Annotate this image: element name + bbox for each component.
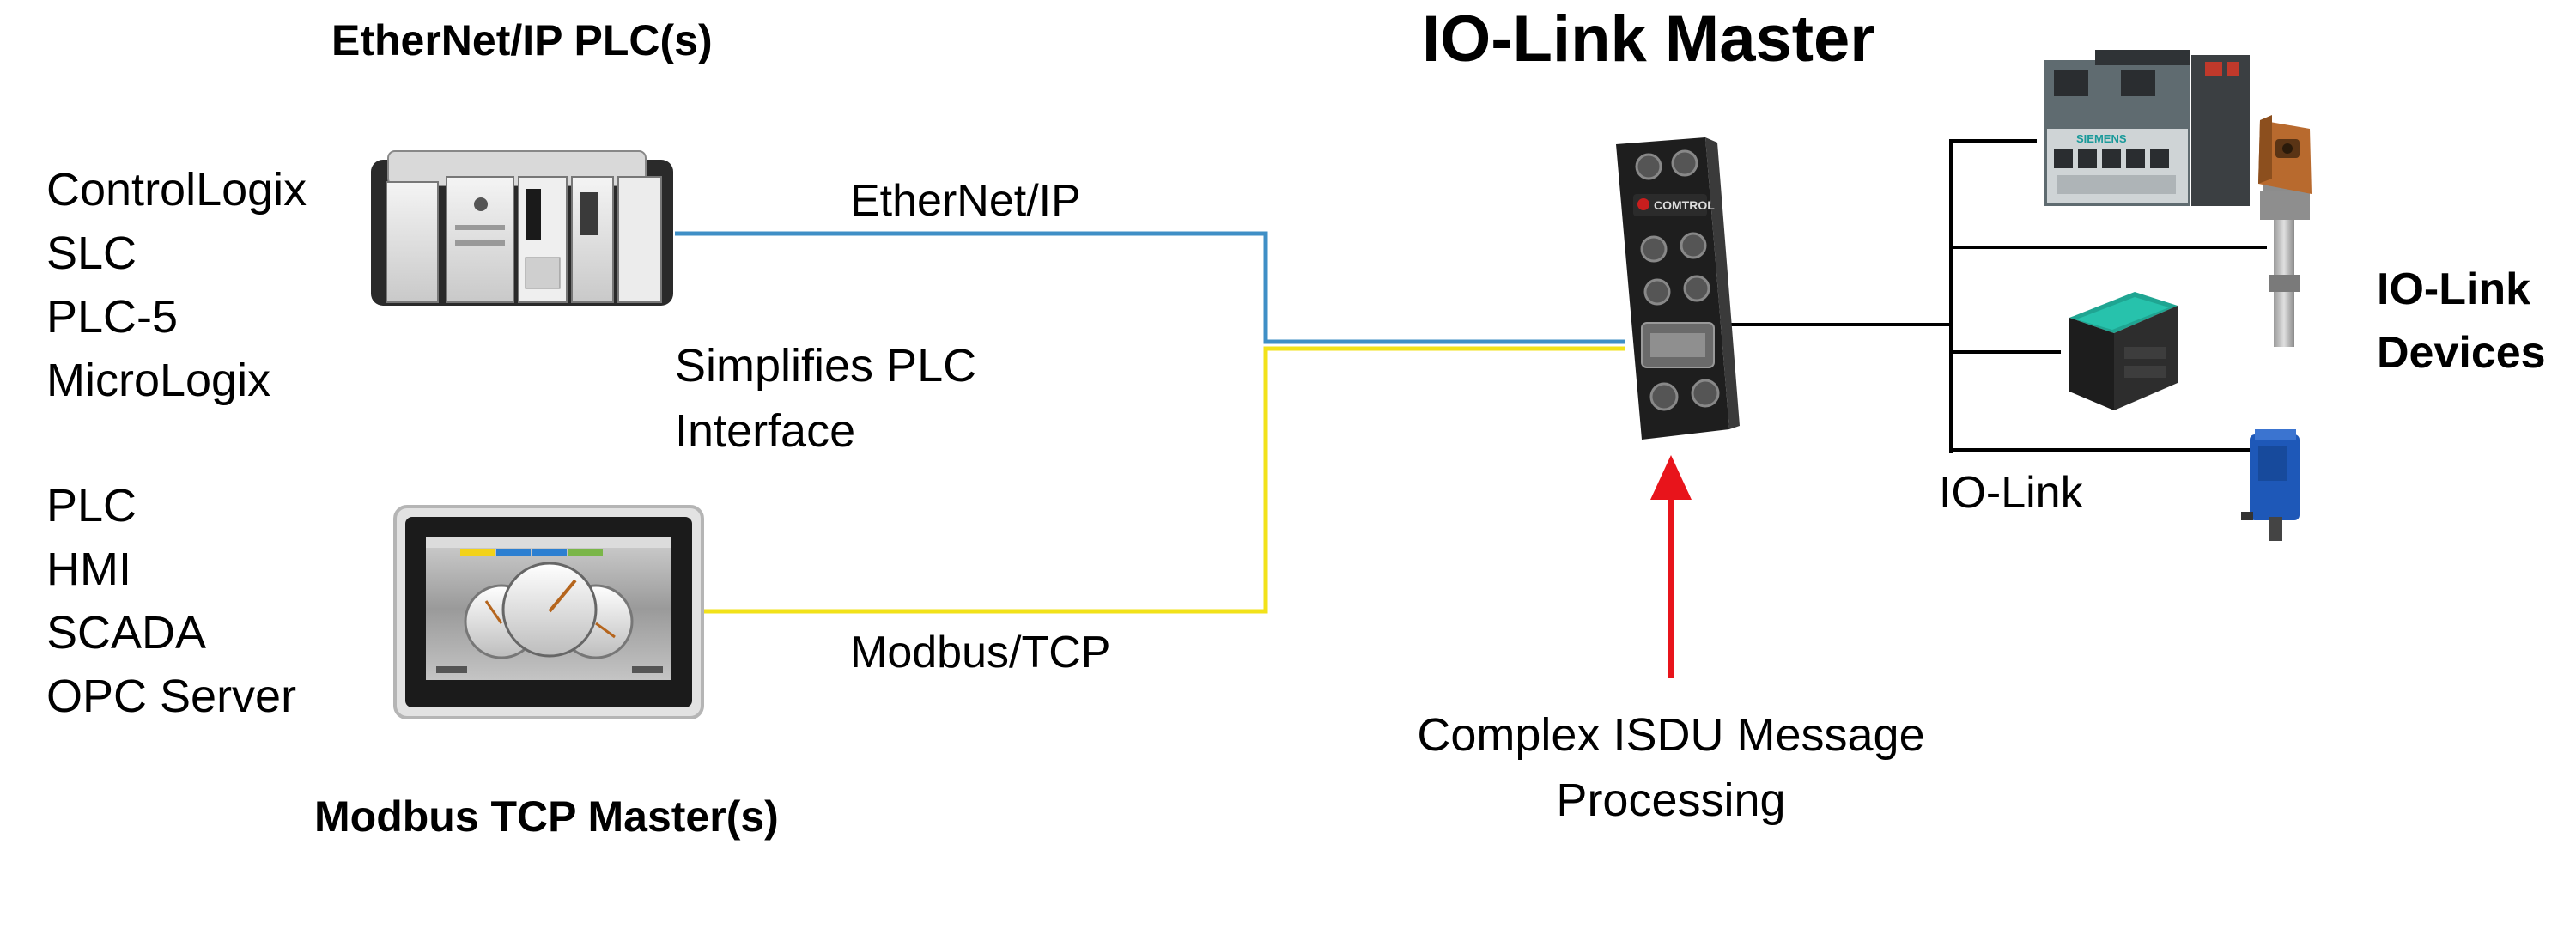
list-item: PLC-5	[46, 291, 179, 343]
modbus-clients-list: PLC HMI SCADA OPC Server	[46, 474, 296, 728]
io-link-devices-line-2: Devices	[2377, 328, 2546, 378]
simplifies-line-2: Interface	[675, 405, 856, 457]
modbus-tcp-label: Modbus/TCP	[850, 628, 1111, 677]
svg-text:SIEMENS: SIEMENS	[2076, 132, 2127, 145]
hmi-panel-icon	[393, 505, 704, 719]
modbus-masters-title: Modbus TCP Master(s)	[314, 792, 779, 841]
list-item: ControlLogix	[46, 164, 307, 216]
list-item: OPC Server	[46, 671, 297, 722]
plc-rack-icon	[371, 150, 673, 306]
simplifies-plc-interface-note: Simplifies PLC Interface	[675, 333, 976, 464]
ethernet-ip-label: EtherNet/IP	[850, 176, 1081, 226]
isdu-line-2: Processing	[1556, 774, 1786, 826]
modbus-tcp-line	[696, 346, 1625, 614]
photoelectric-sensor-icon	[2241, 429, 2300, 541]
ethernet-plc-types-list: ControlLogix SLC PLC-5 MicroLogix	[46, 158, 307, 412]
io-link-master-title: IO-Link Master	[1422, 3, 1875, 76]
svg-text:COMTROL: COMTROL	[1654, 198, 1715, 212]
isdu-line-1: Complex ISDU Message	[1417, 709, 1925, 761]
temperature-sensor-icon	[2258, 115, 2312, 347]
ethernet-plcs-title: EtherNet/IP PLC(s)	[331, 16, 713, 64]
list-item: PLC	[46, 480, 137, 531]
isdu-processing-note: Complex ISDU Message Processing	[1405, 702, 1937, 833]
isdu-arrow	[1650, 455, 1692, 678]
io-link-devices-line-1: IO-Link	[2377, 264, 2531, 314]
proximity-sensor-icon	[2069, 292, 2178, 410]
list-item: SCADA	[46, 607, 207, 659]
io-link-label: IO-Link	[1939, 468, 2083, 518]
list-item: MicroLogix	[46, 355, 271, 406]
simplifies-line-1: Simplifies PLC	[675, 340, 977, 392]
motor-starter-icon: SIEMENS	[2044, 50, 2250, 206]
io-link-devices-title: IO-Link Devices	[2377, 258, 2546, 385]
list-item: SLC	[46, 228, 137, 279]
list-item: HMI	[46, 543, 131, 595]
ethernet-ip-line	[675, 231, 1625, 344]
io-link-master-icon: COMTROL	[1616, 137, 1740, 440]
io-link-bus	[1728, 139, 2267, 453]
